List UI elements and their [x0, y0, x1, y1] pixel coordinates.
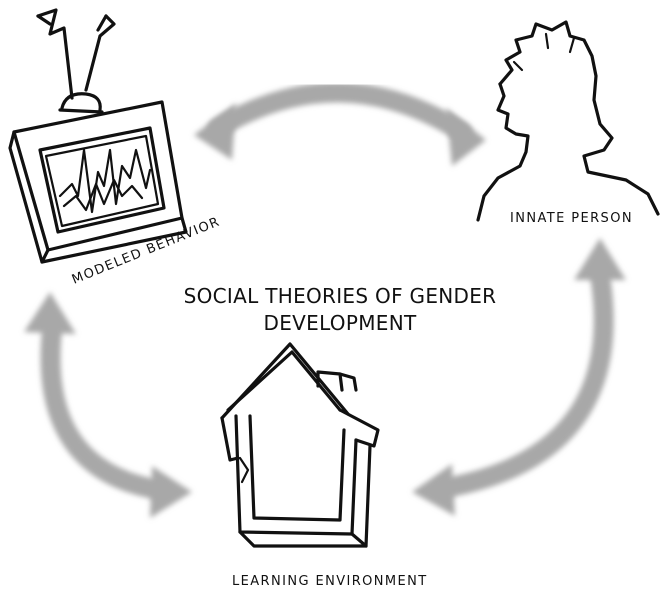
house-icon	[220, 342, 380, 548]
person-silhouette-icon	[476, 20, 660, 222]
learning-environment-label: LEARNING ENVIRONMENT	[232, 574, 428, 589]
diagram-title: SOCIAL THEORIES OF GENDER DEVELOPMENT	[140, 283, 540, 337]
innate-person-label: INNATE PERSON	[510, 211, 633, 226]
arrow-innate-learning	[412, 238, 626, 516]
title-line-1: SOCIAL THEORIES OF GENDER	[183, 284, 497, 308]
television-icon	[8, 8, 188, 264]
arrow-modeled-innate	[194, 82, 486, 166]
title-line-2: DEVELOPMENT	[263, 311, 417, 335]
arrow-modeled-learning	[24, 292, 192, 518]
